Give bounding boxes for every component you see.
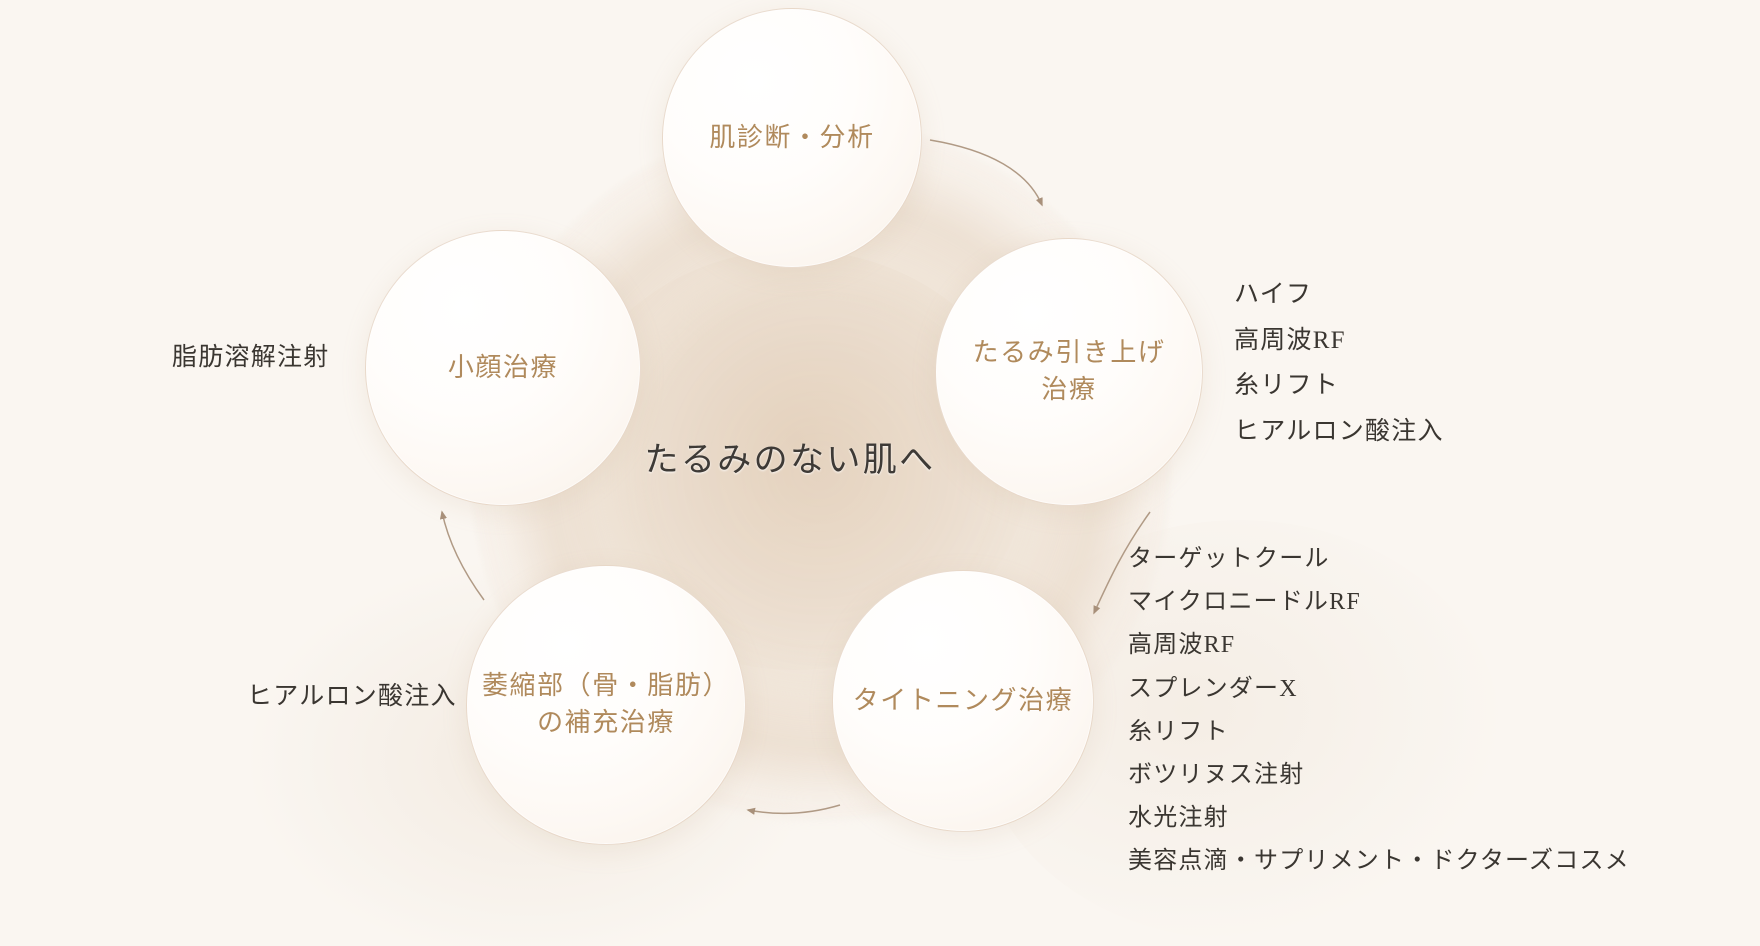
- node-small-face[interactable]: 小顔治療: [365, 230, 641, 506]
- node-label: 肌診断・分析: [709, 122, 875, 152]
- arrow-lifting-to-tightening: [1093, 511, 1151, 615]
- treatment-list-lifting: ハイフ 高周波RF 糸リフト ヒアルロン酸注入: [1234, 272, 1444, 454]
- arrow-diagnosis-to-lifting: [929, 139, 1043, 207]
- node-skin-diagnosis[interactable]: 肌診断・分析: [662, 8, 922, 268]
- list-item: 水光注射: [1128, 805, 1229, 832]
- list-item: 美容点滴・サプリメント・ドクターズコスメ: [1128, 848, 1630, 875]
- node-label: タイトニング治療: [852, 685, 1074, 715]
- list-item: 高周波RF: [1128, 632, 1236, 659]
- node-label: 萎縮部（骨・脂肪） の補充治療: [481, 671, 731, 737]
- list-item: ヒアルロン酸注入: [1234, 417, 1444, 445]
- list-item: 糸リフト: [1128, 718, 1229, 745]
- node-tightening[interactable]: タイトニング治療: [832, 570, 1094, 832]
- list-item: ハイフ: [1234, 281, 1313, 308]
- node-lifting[interactable]: たるみ引き上げ 治療: [935, 238, 1203, 506]
- list-item: ターゲットクール: [1128, 546, 1330, 572]
- node-volume-refill[interactable]: 萎縮部（骨・脂肪） の補充治療: [466, 565, 746, 845]
- list-item: 高周波RF: [1234, 326, 1346, 354]
- list-item: 糸リフト: [1234, 372, 1340, 399]
- list-item: スプレンダーX: [1128, 675, 1298, 702]
- note-small-face-treatment: 脂肪溶解注射: [172, 344, 330, 371]
- note-volume-refill-treatment: ヒアルロン酸注入: [247, 683, 457, 710]
- arrow-tightening-to-refill: [746, 804, 841, 815]
- node-label: 小顔治療: [447, 352, 559, 382]
- center-goal-text: たるみのない肌へ: [644, 442, 936, 479]
- treatment-list-tightening: ターゲットクール マイクロニードルRF 高周波RF スプレンダーX 糸リフト ボ…: [1128, 538, 1630, 884]
- list-item: ボツリヌス注射: [1128, 761, 1305, 788]
- node-label: たるみ引き上げ 治療: [972, 338, 1166, 404]
- list-item: マイクロニードルRF: [1128, 589, 1361, 616]
- arrow-refill-to-small-face: [439, 510, 485, 601]
